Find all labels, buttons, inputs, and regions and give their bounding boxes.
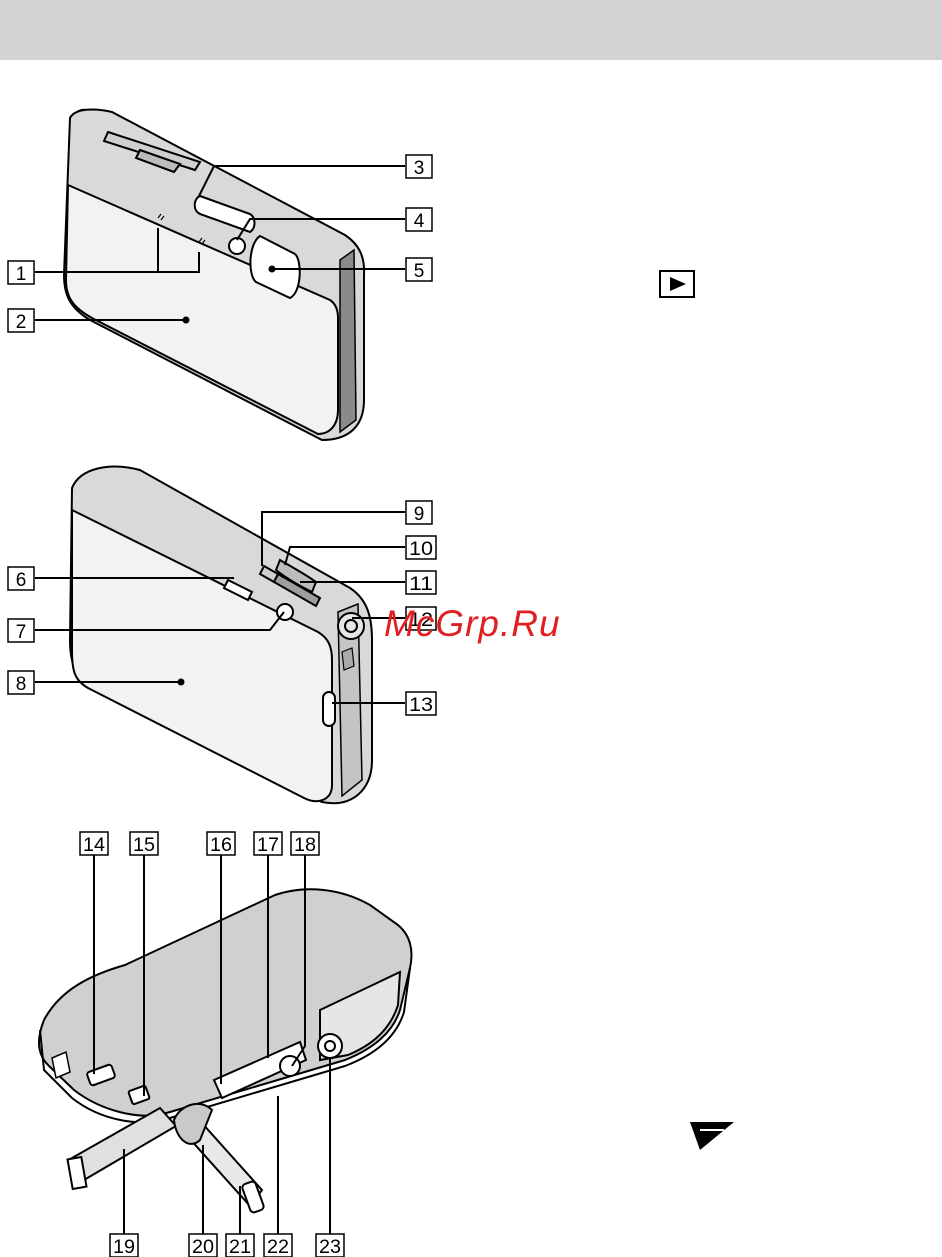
callout-3: 3 [406,155,432,179]
svg-text:11: 11 [409,574,433,595]
callout-1: 1 [8,261,34,285]
playback-button-icon [660,271,694,297]
callout-13: 13 [406,692,436,716]
svg-text:14: 14 [83,835,105,856]
svg-text:7: 7 [16,622,27,643]
svg-text:4: 4 [414,211,425,232]
callout-19: 19 [110,1234,138,1257]
callout-16: 16 [207,832,235,856]
svg-text:3: 3 [414,158,425,179]
callout-15: 15 [130,832,158,856]
svg-text:18: 18 [294,835,316,856]
callout-11: 11 [406,571,436,595]
camera-front-view [64,110,364,440]
svg-text:2: 2 [16,312,27,333]
callout-2: 2 [8,309,34,333]
camera-back-view [70,467,372,804]
watermark-text: McGrp.Ru [384,603,561,645]
svg-text:1: 1 [16,264,27,285]
svg-text:21: 21 [229,1237,251,1257]
svg-text:6: 6 [16,570,27,591]
svg-text:8: 8 [16,674,27,695]
svg-text:20: 20 [192,1237,214,1257]
callout-21: 21 [226,1234,254,1257]
svg-text:23: 23 [319,1237,341,1257]
svg-text:15: 15 [133,835,155,856]
callout-7: 7 [8,619,34,643]
callout-8: 8 [8,671,34,695]
svg-text:9: 9 [414,504,425,525]
callout-9: 9 [406,501,432,525]
callout-22: 22 [264,1234,292,1257]
svg-text:5: 5 [414,261,425,282]
callout-17: 17 [254,832,282,856]
svg-text:19: 19 [113,1237,135,1257]
callout-5: 5 [406,258,432,282]
svg-text:17: 17 [257,835,279,856]
callout-4: 4 [406,208,432,232]
callout-10: 10 [406,536,436,560]
svg-text:22: 22 [267,1237,289,1257]
callout-23: 23 [316,1234,344,1257]
callout-18: 18 [291,832,319,856]
strap-hook-mark-icon [690,1122,734,1150]
callout-6: 6 [8,567,34,591]
svg-text:16: 16 [210,835,232,856]
svg-text:10: 10 [409,539,433,560]
callout-20: 20 [189,1234,217,1257]
svg-text:13: 13 [409,695,433,716]
callout-14: 14 [80,832,108,856]
